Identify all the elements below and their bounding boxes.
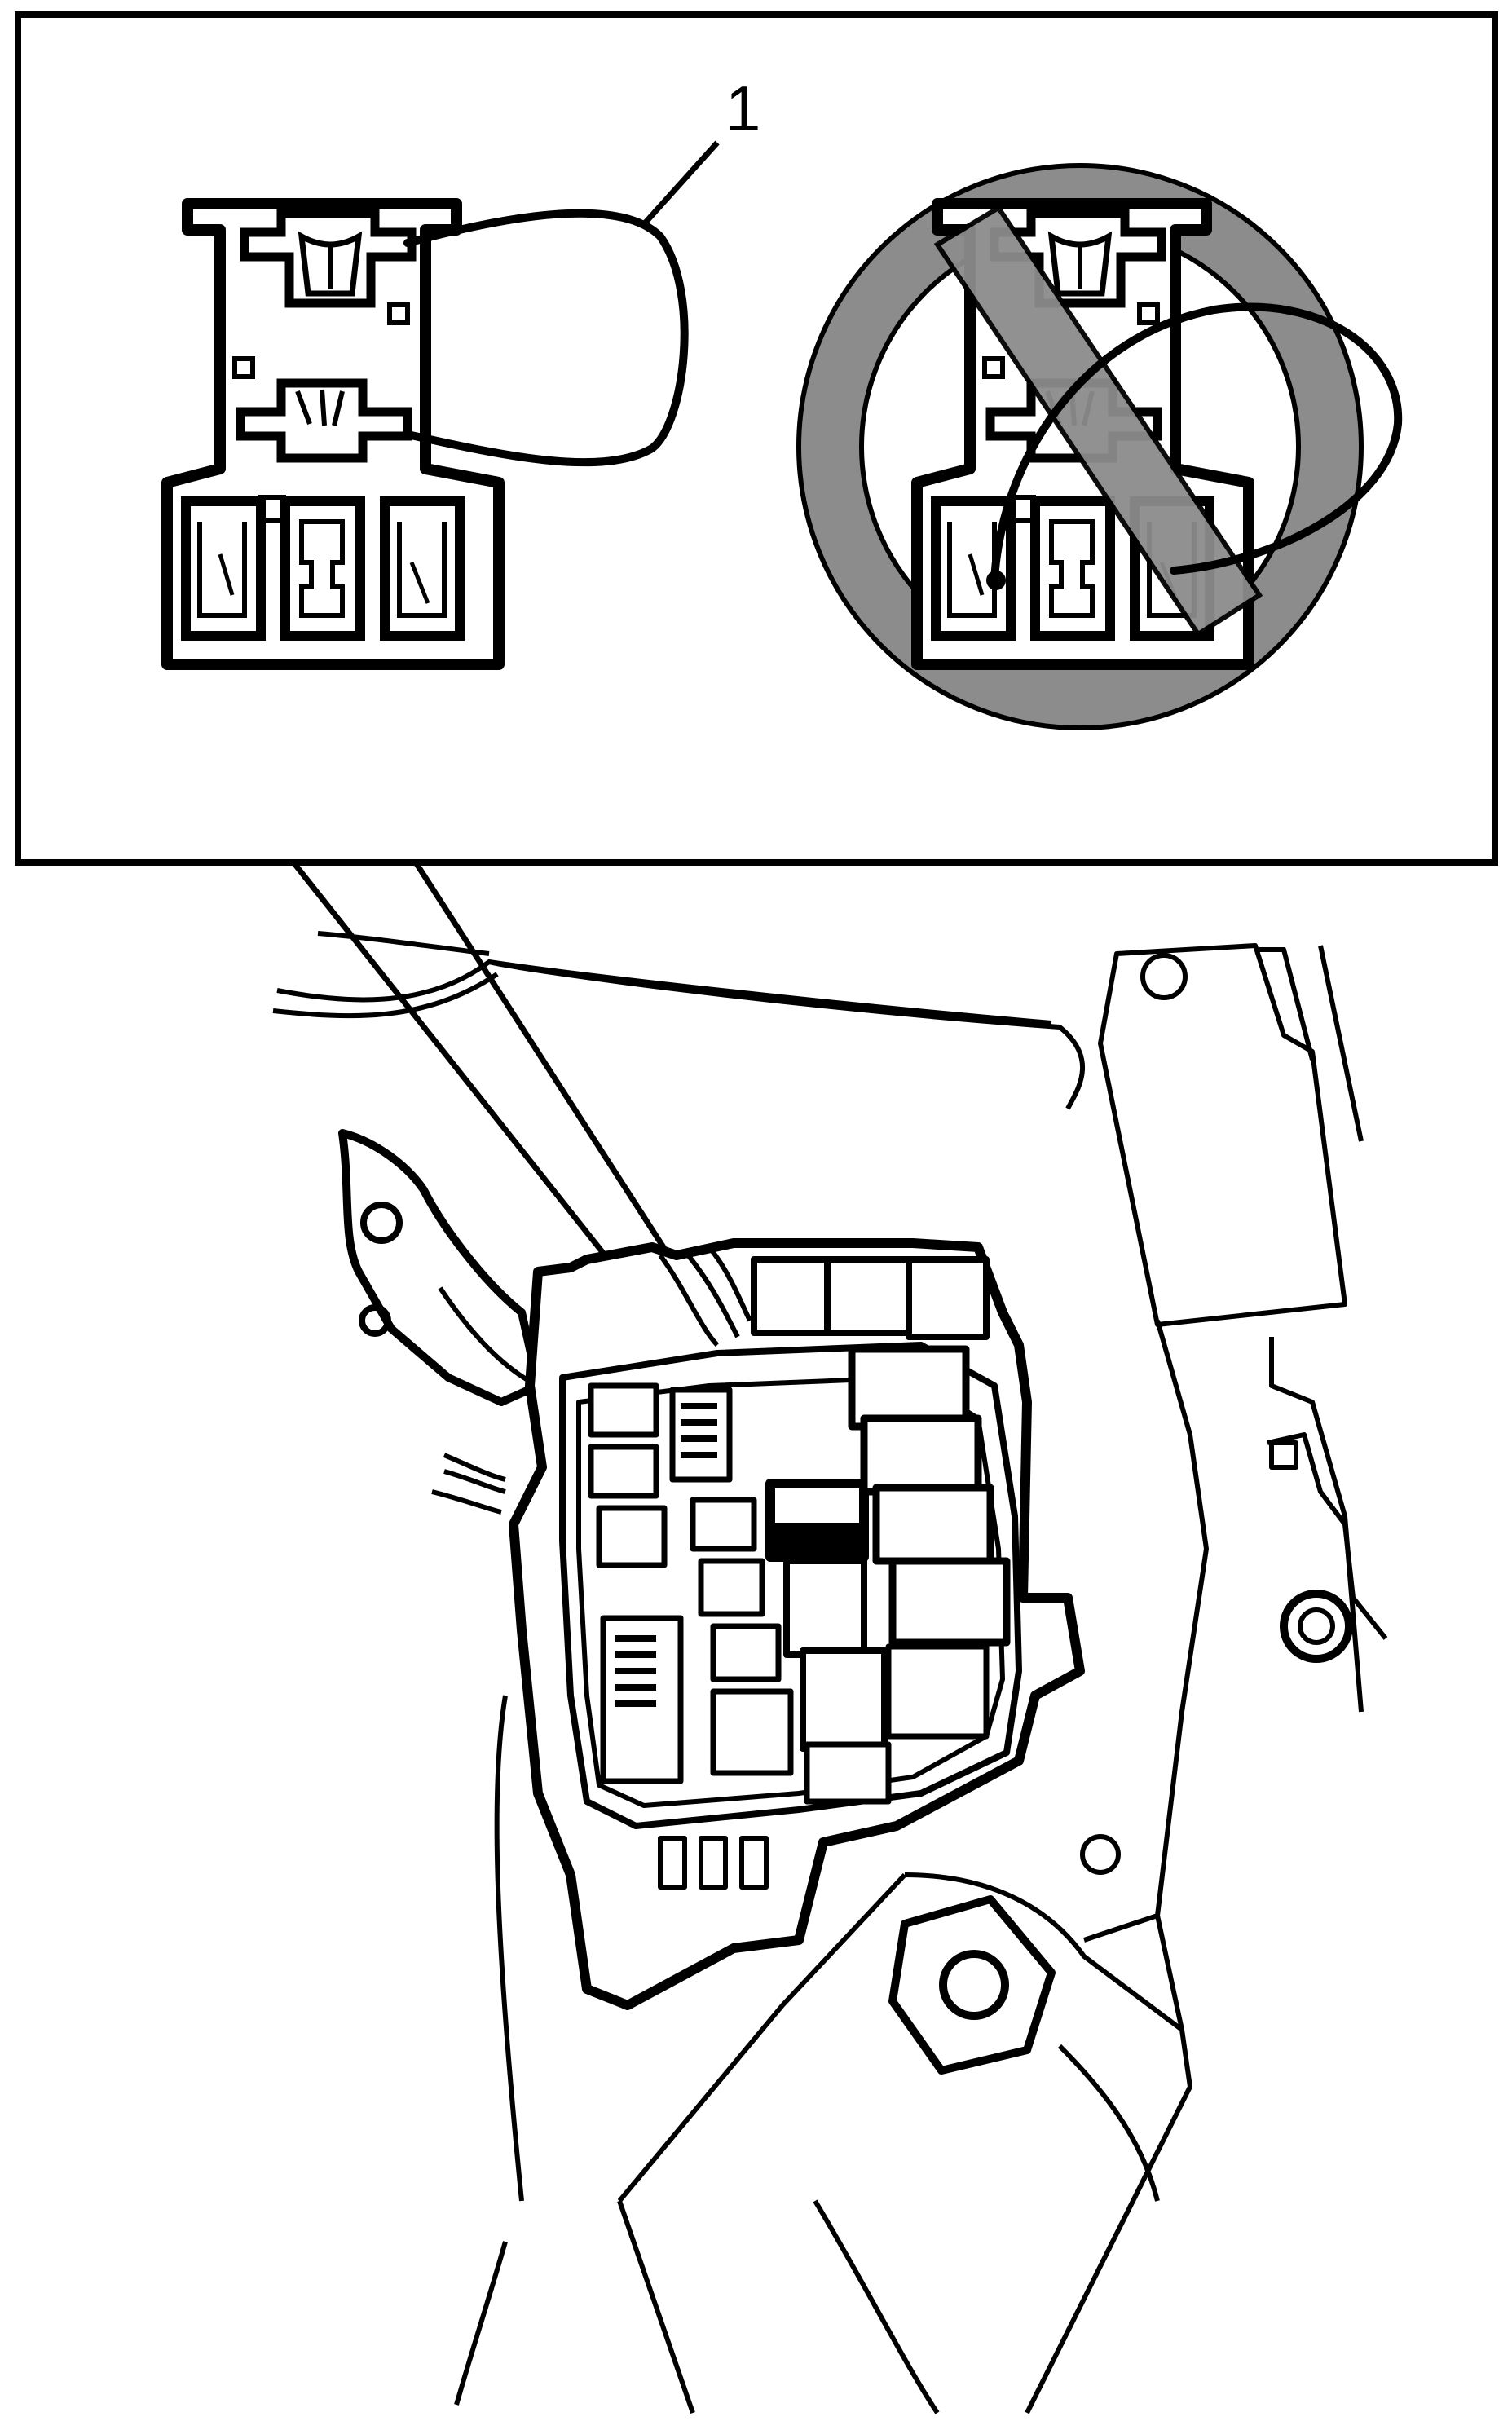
fuse-holder-correct: 1 (167, 73, 760, 664)
vehicle-area (272, 931, 1388, 2414)
callout-1-leader (641, 140, 720, 227)
relay-block-icon (509, 1238, 1085, 2010)
jumper-wire-icon (403, 209, 689, 467)
callout-1-label: 1 (725, 73, 760, 144)
fuse-holder-incorrect (796, 163, 1403, 730)
